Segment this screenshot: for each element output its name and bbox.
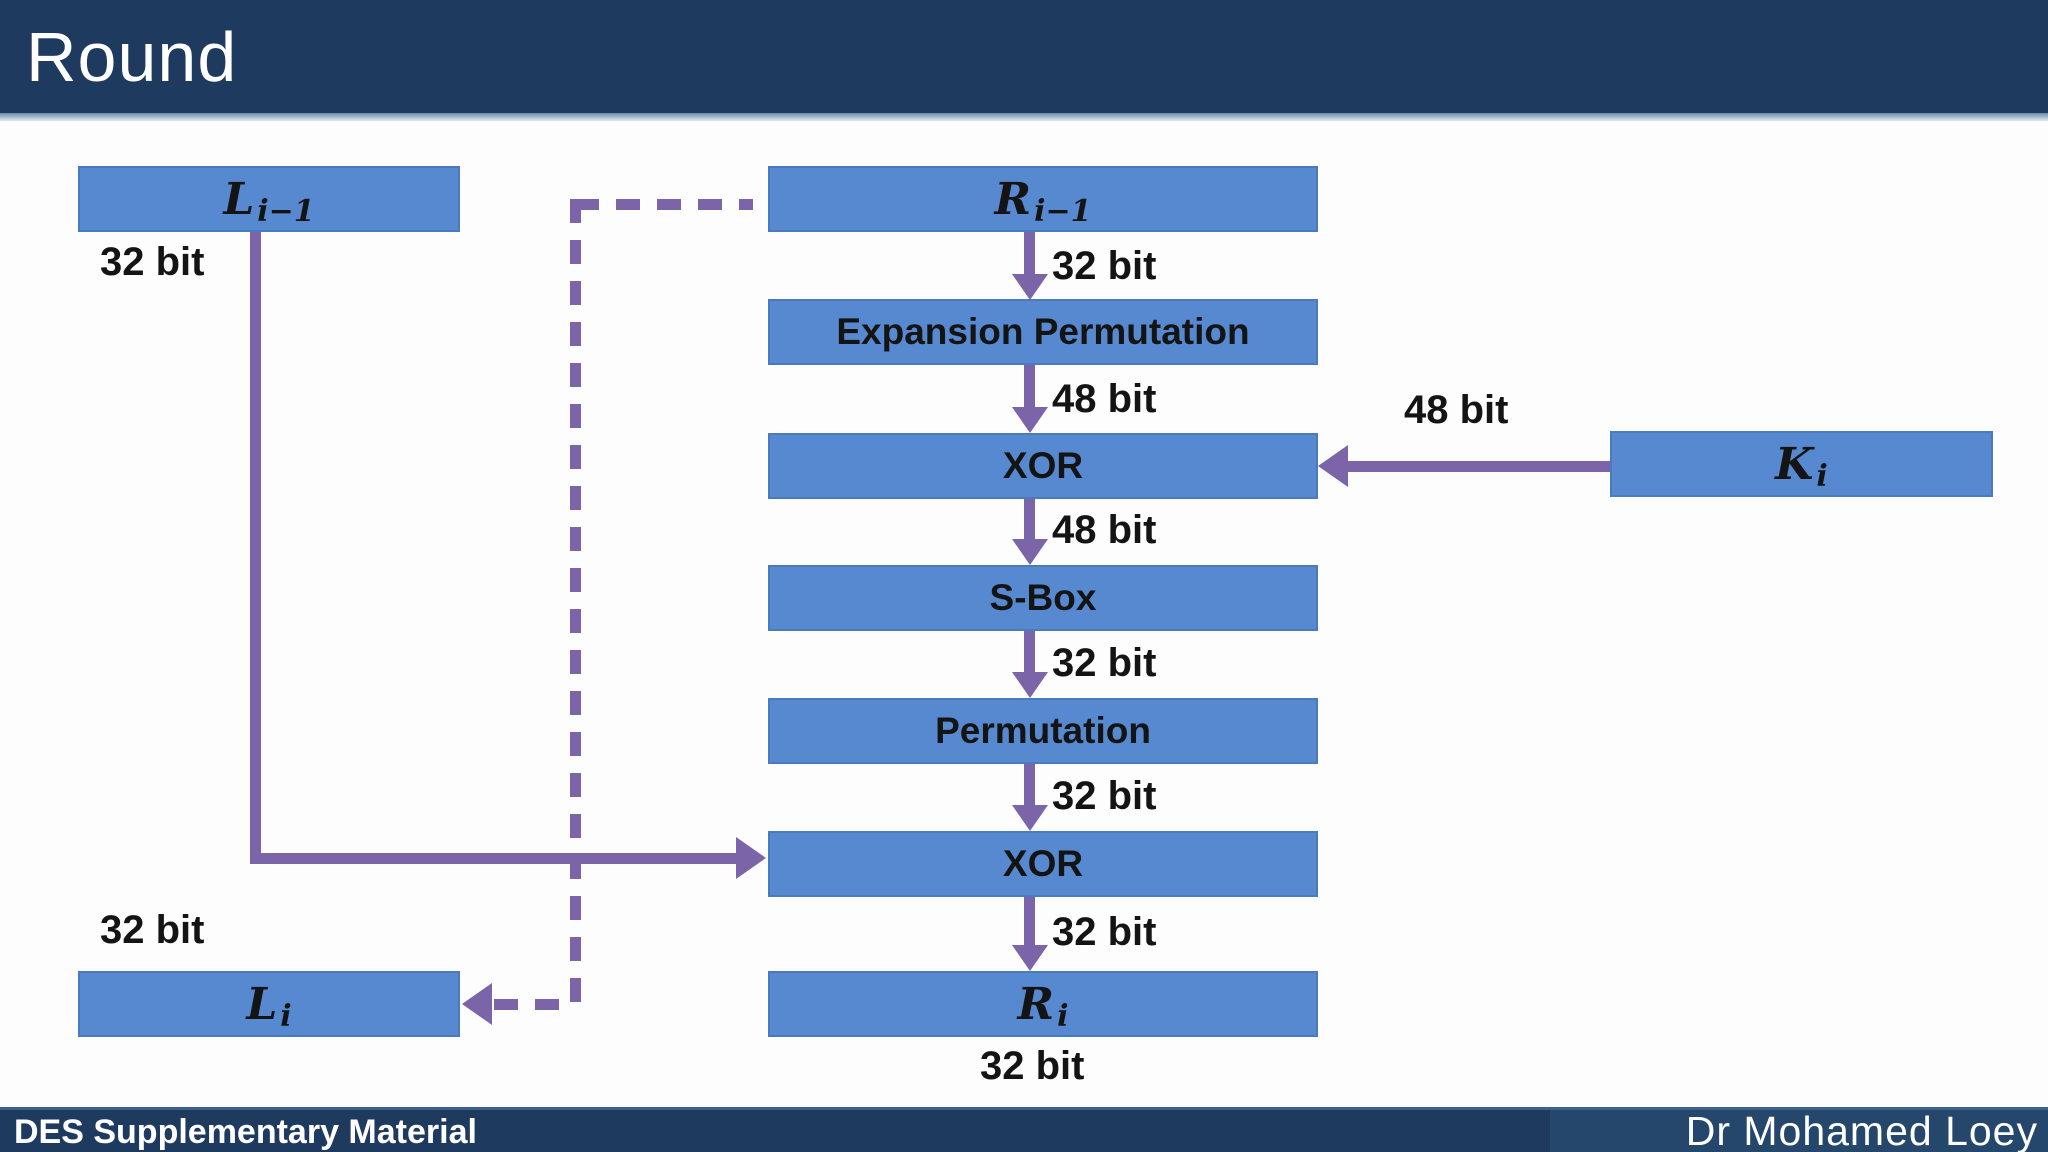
arrowhead-key-to-xor1 [1318,445,1348,487]
line-l-prev-feed-horizontal [250,853,738,864]
footer-author: Dr Mohamed Loey [1685,1108,2038,1152]
header-bar: Round [0,0,2048,113]
box-xor-1-label: XOR [1002,445,1084,486]
footer-course-title: DES Supplementary Material [14,1113,477,1151]
bit-label-l-prev-width: 32 bit [100,240,205,284]
arrow-xor1-to-sbox [1024,499,1035,540]
line-l-prev-feed-vertical [250,232,261,863]
arrowhead-expansion-to-xor1 [1012,407,1048,433]
bit-label-permutation-out: 32 bit [1052,774,1157,818]
box-expansion-permutation: Expansion Permutation [768,299,1318,365]
dashed-line-r-prev-top [575,199,753,210]
bit-label-expansion-out: 48 bit [1052,377,1157,421]
box-key-label: K [1775,438,1814,490]
arrow-expansion-to-xor1 [1024,365,1035,408]
bit-label-r-prev-out: 32 bit [1052,244,1157,288]
arrowhead-r-prev-to-l-next [462,983,492,1025]
box-permutation: Permutation [768,698,1318,764]
box-r-prev-subscript: i−1 [1034,193,1092,229]
box-l-prev-label: L [223,173,255,225]
box-l-prev-subscript: i−1 [257,193,315,229]
box-key-subscript: i [1816,458,1828,494]
arrowhead-sbox-to-permutation [1012,672,1048,698]
bit-label-l-next-width: 32 bit [100,908,205,952]
bit-label-key-in: 48 bit [1404,388,1509,432]
slide-title: Round [26,17,238,96]
box-r-prev-label: R [994,173,1032,225]
box-l-next-subscript: i [280,998,292,1034]
arrowhead-xor2-to-r-next [1012,945,1048,971]
box-permutation-label: Permutation [935,710,1151,751]
arrowhead-permutation-to-xor2 [1012,805,1048,831]
footer-right-panel: Dr Mohamed Loey [1550,1108,2048,1152]
bit-label-sbox-out: 32 bit [1052,641,1157,685]
header-accent-strip [0,113,2048,121]
arrow-xor2-to-r-next [1024,897,1035,946]
box-r-next-subscript: i [1057,998,1069,1034]
box-l-next-label: L [246,978,278,1030]
arrowhead-xor1-to-sbox [1012,539,1048,565]
box-xor-2: XOR [768,831,1318,897]
box-sbox-label: S-Box [989,577,1097,618]
arrow-r-prev-to-expansion [1024,232,1035,275]
dashed-line-r-prev-bottom [494,999,575,1010]
box-r-next-label: R [1017,978,1055,1030]
arrowhead-r-prev-to-expansion [1012,274,1048,300]
box-sbox: S-Box [768,565,1318,631]
arrowhead-l-prev-to-xor2 [736,837,766,879]
footer-bar: Dr Mohamed Loey DES Supplementary Materi… [0,1107,2048,1152]
box-xor-1: XOR [768,433,1318,499]
arrow-permutation-to-xor2 [1024,764,1035,806]
bit-label-r-next-out: 32 bit [980,1044,1085,1088]
box-xor-2-label: XOR [1002,843,1084,884]
arrow-key-to-xor1 [1340,461,1610,472]
bit-label-xor2-out: 32 bit [1052,910,1157,954]
dashed-line-r-prev-vertical [570,199,581,1010]
arrow-sbox-to-permutation [1024,631,1035,673]
bit-label-xor1-out: 48 bit [1052,508,1157,552]
box-expansion-permutation-label: Expansion Permutation [836,311,1250,352]
